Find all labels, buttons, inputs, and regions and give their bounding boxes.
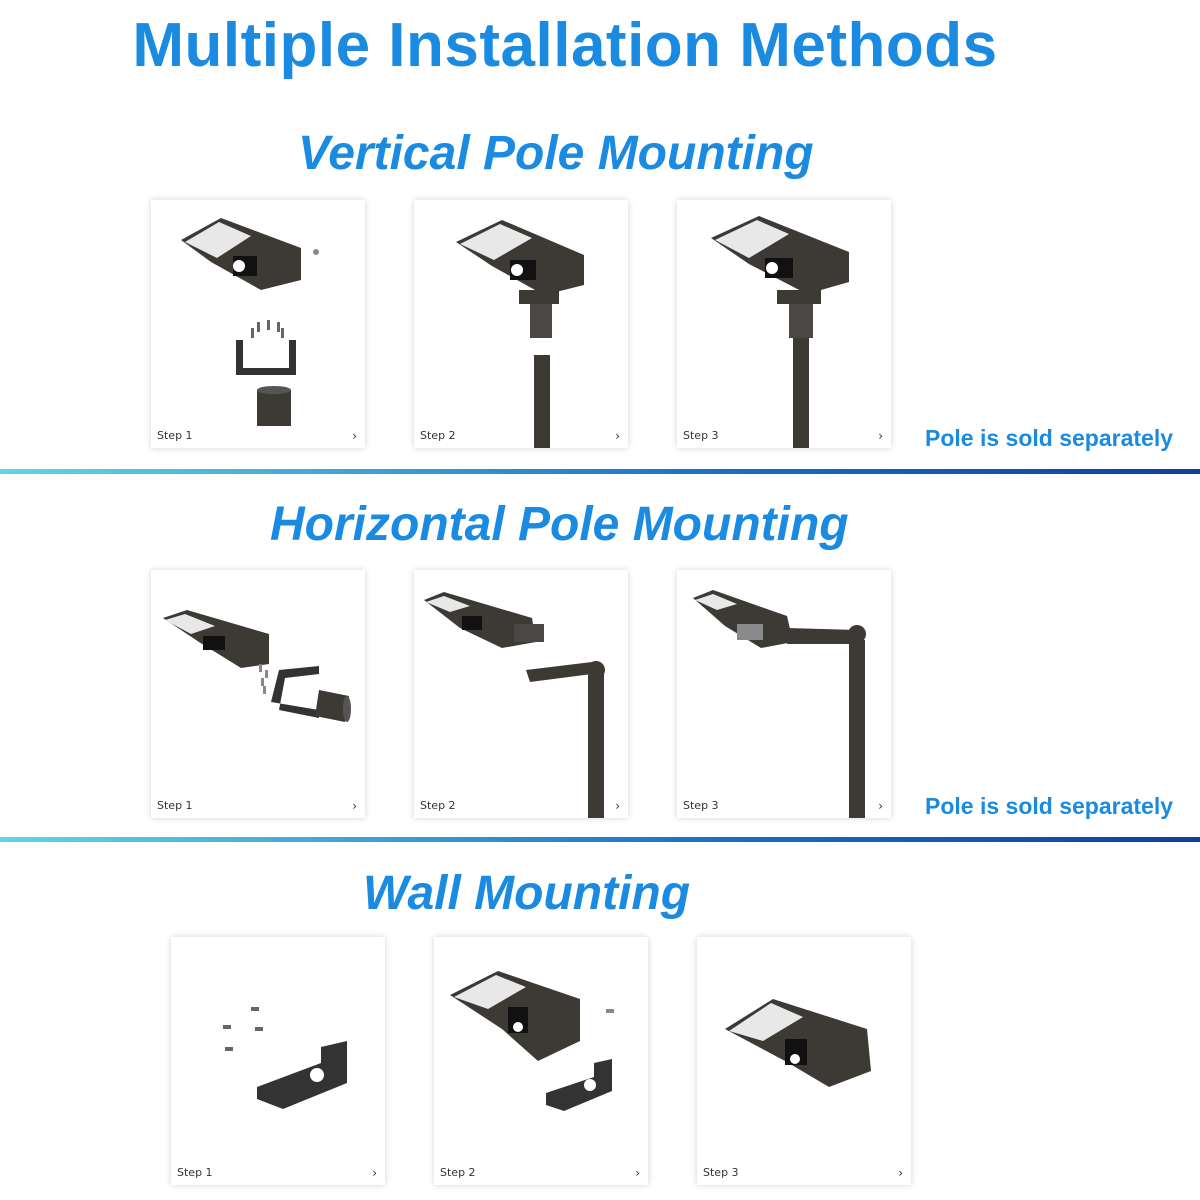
vertical-step-3-card[interactable]: Step 3 › — [677, 200, 891, 448]
step-label: Step 3 — [683, 799, 719, 812]
horizontal-step-1-card[interactable]: Step 1 › — [151, 570, 365, 818]
chevron-right-icon[interactable]: › — [878, 799, 883, 813]
vertical-step-1-illustration — [181, 218, 319, 426]
wall-step-2-illustration — [450, 971, 614, 1111]
section-divider — [0, 469, 1200, 474]
horizontal-step-1-illustration — [163, 610, 351, 722]
horizontal-step-2-illustration — [424, 592, 605, 818]
wall-step-3-illustration — [725, 999, 871, 1087]
chevron-right-icon[interactable]: › — [372, 1166, 377, 1180]
horizontal-pole-heading: Horizontal Pole Mounting — [270, 498, 849, 551]
chevron-right-icon[interactable]: › — [352, 799, 357, 813]
pole-sold-separately-note: Pole is sold separately — [925, 793, 1174, 819]
vertical-step-1-card[interactable]: Step 1 › — [151, 200, 365, 448]
page-title: Multiple Installation Methods — [132, 11, 998, 80]
step-label: Step 3 — [683, 429, 719, 442]
wall-step-1-illustration — [223, 1007, 347, 1109]
chevron-right-icon[interactable]: › — [898, 1166, 903, 1180]
vertical-step-3-illustration — [711, 216, 849, 448]
step-label: Step 2 — [420, 429, 456, 442]
step-label: Step 1 — [157, 429, 193, 442]
wall-step-3-card[interactable]: Step 3 › — [697, 937, 911, 1185]
step-label: Step 2 — [440, 1166, 476, 1179]
section-divider — [0, 837, 1200, 842]
horizontal-step-3-card[interactable]: Step 3 › — [677, 570, 891, 818]
step-label: Step 1 — [157, 799, 193, 812]
chevron-right-icon[interactable]: › — [615, 429, 620, 443]
vertical-step-2-illustration — [456, 220, 584, 448]
chevron-right-icon[interactable]: › — [878, 429, 883, 443]
chevron-right-icon[interactable]: › — [635, 1166, 640, 1180]
vertical-pole-heading: Vertical Pole Mounting — [298, 127, 814, 180]
step-label: Step 3 — [703, 1166, 739, 1179]
chevron-right-icon[interactable]: › — [615, 799, 620, 813]
step-label: Step 1 — [177, 1166, 213, 1179]
pole-sold-separately-note: Pole is sold separately — [925, 425, 1174, 451]
wall-mounting-heading: Wall Mounting — [363, 867, 691, 920]
horizontal-step-2-card[interactable]: Step 2 › — [414, 570, 628, 818]
vertical-step-2-card[interactable]: Step 2 › — [414, 200, 628, 448]
step-label: Step 2 — [420, 799, 456, 812]
chevron-right-icon[interactable]: › — [352, 429, 357, 443]
horizontal-step-3-illustration — [693, 590, 866, 818]
wall-step-1-card[interactable]: Step 1 › — [171, 937, 385, 1185]
wall-step-2-card[interactable]: Step 2 › — [434, 937, 648, 1185]
